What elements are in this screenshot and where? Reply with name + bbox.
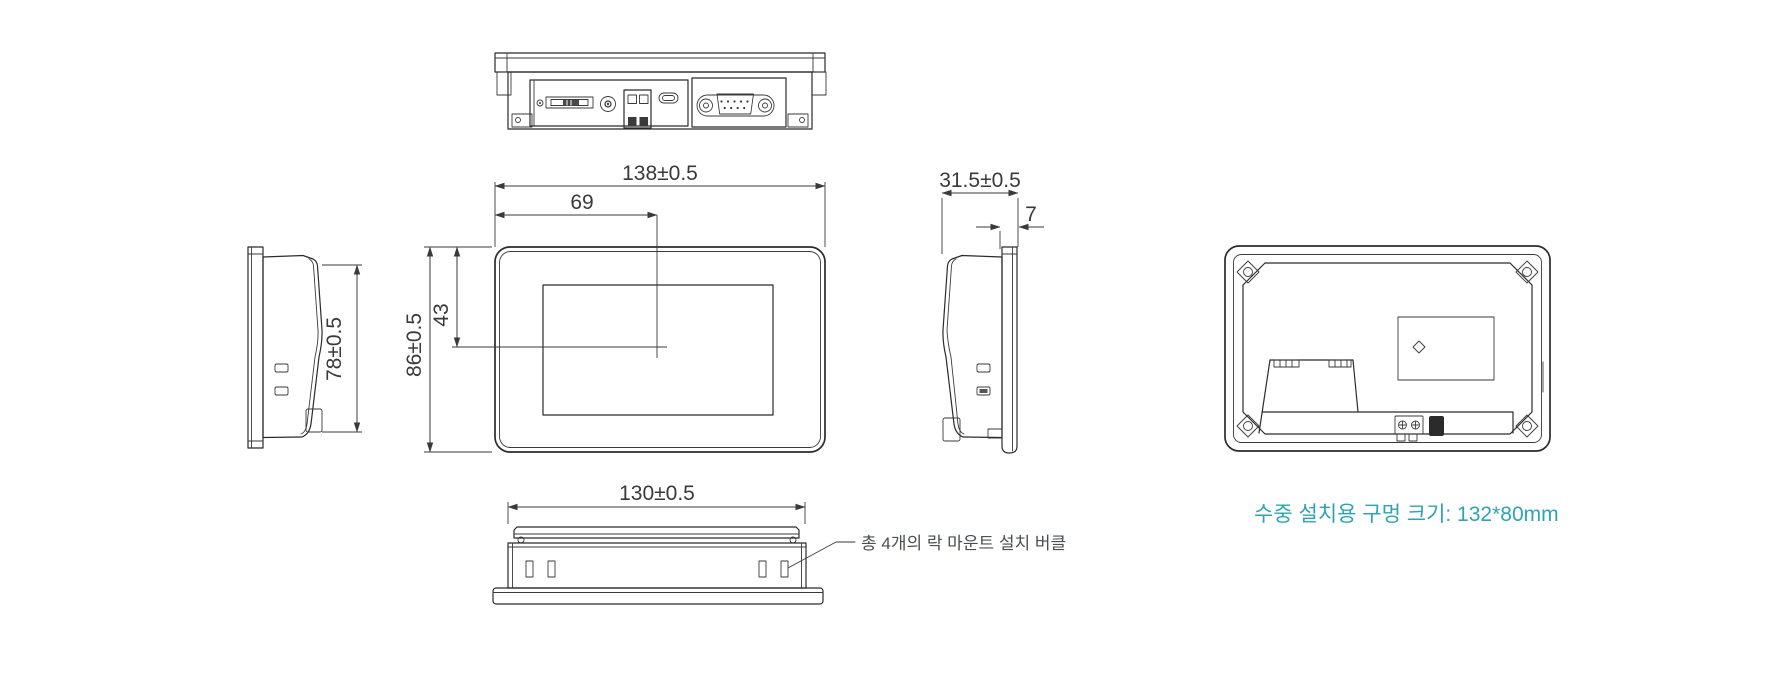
buckle-slot	[274, 386, 289, 396]
terminal-block	[623, 89, 652, 129]
dim-center-x-label: 69	[570, 191, 593, 214]
power-jack	[600, 96, 616, 112]
dimension-labels: 138±0.5 69 86±0.5 43 78±0.5 31.5±0.5 7 1…	[323, 162, 1037, 505]
corner-screw	[1236, 414, 1260, 438]
dim-center-y-label: 43	[430, 303, 453, 326]
cutout-size-note: 수중 설치용 구멍 크기: 132*80mm	[1254, 503, 1559, 526]
dim-total-depth-label: 31.5±0.5	[939, 169, 1021, 192]
corner-screw	[1515, 414, 1539, 438]
buckle-slot	[758, 560, 767, 578]
top-view	[494, 52, 827, 130]
dimension-lines	[322, 182, 1044, 524]
dim-side-height-label: 78±0.5	[323, 317, 346, 381]
buckle-slot	[780, 560, 789, 578]
display-area	[542, 284, 774, 416]
bottom-view	[492, 526, 824, 605]
dim-panel-depth-label: 7	[1025, 203, 1037, 226]
buckle-slot	[547, 560, 556, 578]
db9-serial-port	[691, 77, 787, 128]
corner-screw	[1515, 260, 1539, 284]
right-side-view	[942, 246, 1018, 454]
annotations: 총 4개의 락 마운트 설치 버클 수중 설치용 구멍 크기: 132*80mm	[787, 503, 1559, 569]
label-plate	[1397, 316, 1495, 381]
corner-screw	[1236, 260, 1260, 284]
buckle-note: 총 4개의 락 마운트 설치 버클	[861, 534, 1066, 553]
buckle-slot	[274, 363, 289, 373]
rear-view	[1224, 245, 1551, 452]
micro-usb-port	[658, 92, 679, 104]
rear-usb-block	[1429, 416, 1444, 436]
buckle-slot	[525, 560, 534, 578]
front-view	[494, 246, 826, 453]
sd-card-slot	[545, 96, 594, 109]
dim-front-height-label: 86±0.5	[403, 313, 426, 377]
buckle-leader-line	[787, 541, 856, 569]
buckle-slot	[976, 386, 991, 396]
dim-front-width-label: 138±0.5	[622, 162, 698, 185]
buckle-slot	[976, 363, 991, 373]
dim-body-width-label: 130±0.5	[619, 482, 695, 505]
screw-hole	[536, 99, 544, 107]
left-side-view	[247, 246, 323, 449]
rear-terminal-block	[1394, 415, 1424, 442]
